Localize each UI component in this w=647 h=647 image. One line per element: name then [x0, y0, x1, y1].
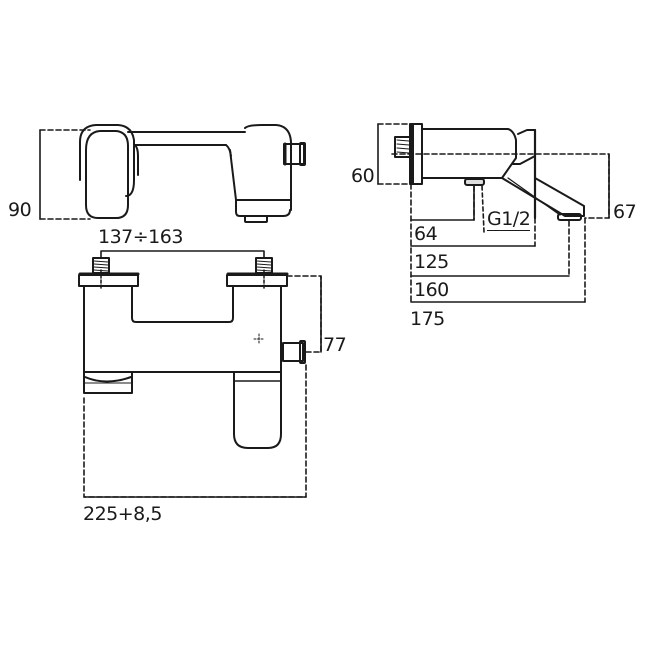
dim-64: 64 — [414, 223, 438, 245]
dim-125: 125 — [414, 251, 449, 273]
dim-centers: 137÷163 — [98, 226, 183, 248]
dim-width-225: 225+8,5 — [83, 503, 162, 525]
dim-spout-drop-67: 67 — [613, 201, 637, 223]
dim-outlet-height-77: 77 — [323, 334, 347, 356]
front-view — [78, 250, 322, 498]
side-view — [377, 123, 610, 304]
dim-body-height-60: 60 — [351, 165, 375, 187]
dim-height-90: 90 — [8, 199, 32, 221]
dim-thread-g12: G1/2 — [487, 208, 531, 231]
dim-160: 160 — [414, 279, 449, 301]
top-view — [39, 124, 306, 223]
dim-175: 175 — [410, 308, 445, 330]
